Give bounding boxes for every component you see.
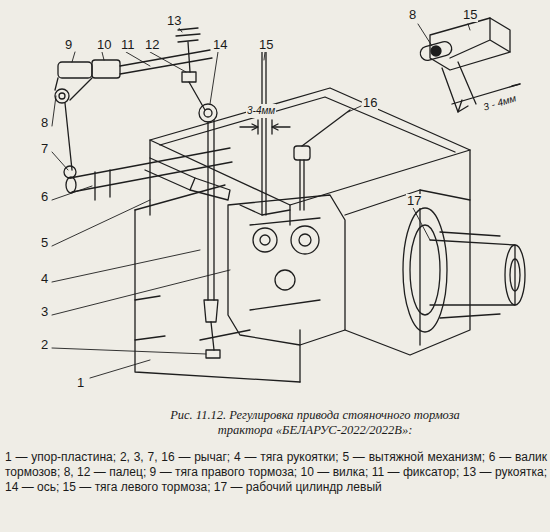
callout-number: 5 xyxy=(40,236,49,250)
callout-number: 15 xyxy=(462,8,478,22)
parts-key: 1 — упор-пластина; 2, 3, 7, 16 — рычаг; … xyxy=(4,450,548,495)
brake-rods xyxy=(55,50,212,178)
callout-number: 6 xyxy=(40,190,49,204)
callout-number: 17 xyxy=(406,194,422,208)
callout-number: 11 xyxy=(120,38,136,52)
figure-caption: Рис. 11.12. Регулировка привода стояночн… xyxy=(150,408,480,438)
callout-number: 16 xyxy=(362,96,378,110)
dimension-label: 3 - 4мм xyxy=(481,91,519,115)
housing xyxy=(135,88,525,382)
callout-number: 12 xyxy=(144,38,160,52)
callout-number: 3 xyxy=(40,305,49,319)
callout-number: 10 xyxy=(96,38,112,52)
callout-number: 8 xyxy=(408,8,417,22)
callout-number: 13 xyxy=(166,14,182,28)
callout-number: 7 xyxy=(40,142,49,156)
dimension-label: 3-4мм xyxy=(246,104,276,118)
callout-number: 9 xyxy=(64,38,73,52)
callout-number: 14 xyxy=(212,38,228,52)
brake-shaft xyxy=(66,148,232,200)
dimension xyxy=(240,120,290,134)
leader-line xyxy=(52,24,470,378)
left-brake-rod xyxy=(240,52,350,215)
callout-number: 1 xyxy=(76,376,85,390)
callout-number: 8 xyxy=(40,116,49,130)
callout-number: 15 xyxy=(258,38,274,52)
callout-number: 2 xyxy=(40,338,49,352)
callout-number: 4 xyxy=(40,272,49,286)
hand-lever xyxy=(176,28,250,358)
